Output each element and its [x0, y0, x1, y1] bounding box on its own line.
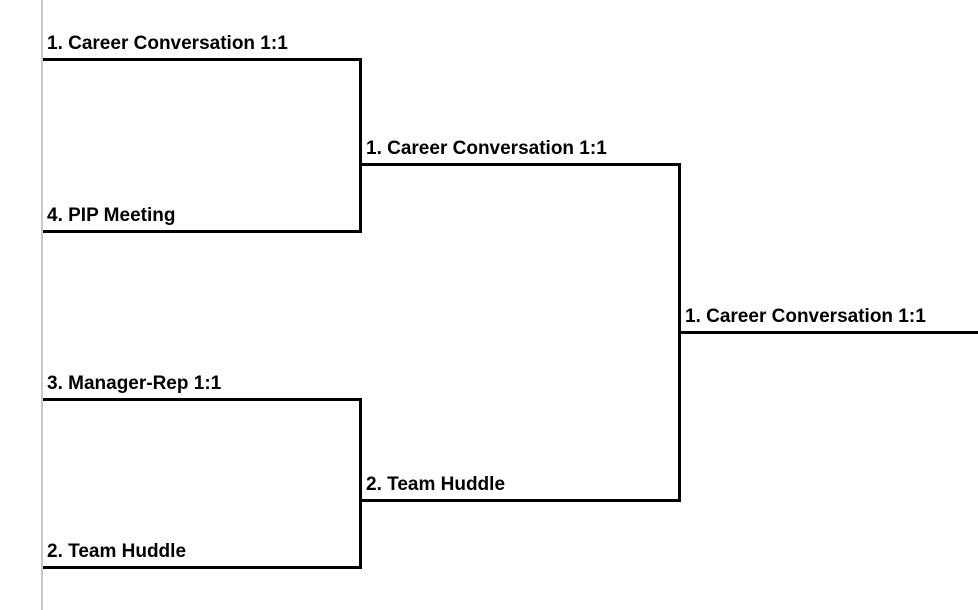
- round1-slot-4-line: [43, 566, 362, 569]
- round1-slot-4-label: 2. Team Huddle: [47, 541, 187, 562]
- round2-slot-2-label: 2. Team Huddle: [366, 474, 506, 495]
- left-margin-rule: [41, 0, 43, 610]
- round1-slot-1-line: [43, 58, 362, 61]
- round1-slot-2-line: [43, 230, 362, 233]
- final-winner-label: 1. Career Conversation 1:1: [685, 306, 926, 327]
- round2-slot-2-line: [359, 499, 681, 502]
- round2-slot-1-label: 1. Career Conversation 1:1: [366, 138, 607, 159]
- round1-match-1-connector: [359, 58, 362, 233]
- round1-slot-2-label: 4. PIP Meeting: [47, 205, 176, 226]
- final-winner-line: [678, 331, 978, 334]
- round1-slot-3-line: [43, 398, 362, 401]
- round1-slot-3-label: 3. Manager-Rep 1:1: [47, 373, 222, 394]
- round1-slot-1-label: 1. Career Conversation 1:1: [47, 33, 288, 54]
- round2-slot-1-line: [359, 163, 681, 166]
- round1-match-2-connector: [359, 398, 362, 569]
